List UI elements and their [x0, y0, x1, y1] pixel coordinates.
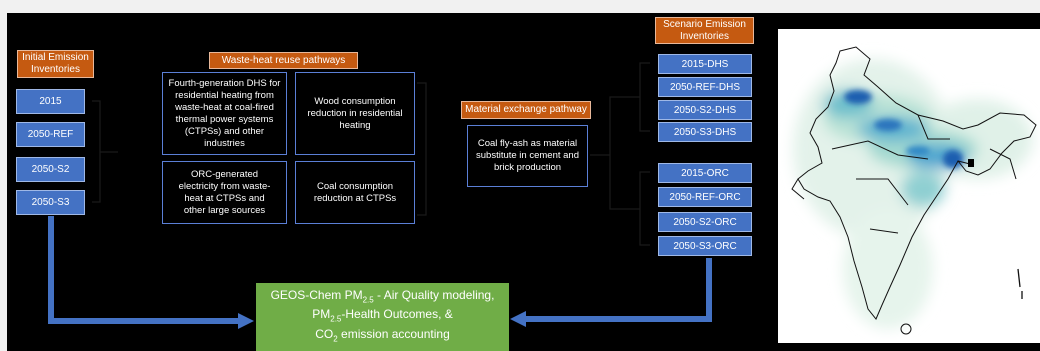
arrow-right-head — [238, 313, 254, 329]
header-scenario-inventories: Scenario Emission Inventories — [655, 17, 754, 44]
model-line-3: CO2 emission accounting — [315, 326, 450, 344]
pathway-orc: ORC-generated electricity from waste-hea… — [162, 161, 287, 224]
scenario-2015-orc: 2015-ORC — [658, 163, 752, 183]
header-initial-inventories: Initial Emission Inventories — [17, 50, 94, 78]
header-waste-heat: Waste-heat reuse pathways — [209, 52, 358, 69]
geos-chem-model-box: GEOS-Chem PM2.5 - Air Quality modeling, … — [256, 283, 509, 351]
arrow-left-head — [510, 311, 526, 327]
scenario-2050-s3-orc: 2050-S3-ORC — [658, 236, 752, 256]
initial-item-2050-s3: 2050-S3 — [16, 190, 85, 215]
model-line-2: PM2.5-Health Outcomes, & — [312, 307, 453, 324]
map-location-marker — [968, 159, 974, 167]
model-line-1: GEOS-Chem PM2.5 - Air Quality modeling, — [270, 287, 495, 305]
scenario-2050-ref-orc: 2050-REF-ORC — [658, 187, 752, 207]
material-fly-ash: Coal fly-ash as material substitute in c… — [467, 125, 588, 187]
pathway-wood: Wood consumption reduction in residentia… — [295, 72, 415, 155]
scenario-2015-dhs: 2015-DHS — [658, 54, 752, 74]
flow-arrows — [48, 216, 712, 324]
scenario-2050-s3-dhs: 2050-S3-DHS — [658, 122, 752, 142]
scenario-2050-ref-dhs: 2050-REF-DHS — [658, 77, 752, 97]
initial-item-2015: 2015 — [16, 89, 85, 114]
india-pm25-map — [778, 29, 1040, 343]
pathway-dhs: Fourth-generation DHS for residential he… — [162, 72, 287, 155]
scenario-2050-s2-dhs: 2050-S2-DHS — [658, 100, 752, 120]
initial-item-2050-s2: 2050-S2 — [16, 157, 85, 182]
pathway-coal: Coal consumption reduction at CTPSs — [295, 161, 415, 224]
initial-item-2050-ref: 2050-REF — [16, 122, 85, 147]
scenario-2050-s2-orc: 2050-S2-ORC — [658, 212, 752, 232]
header-material-exchange: Material exchange pathway — [461, 101, 591, 119]
